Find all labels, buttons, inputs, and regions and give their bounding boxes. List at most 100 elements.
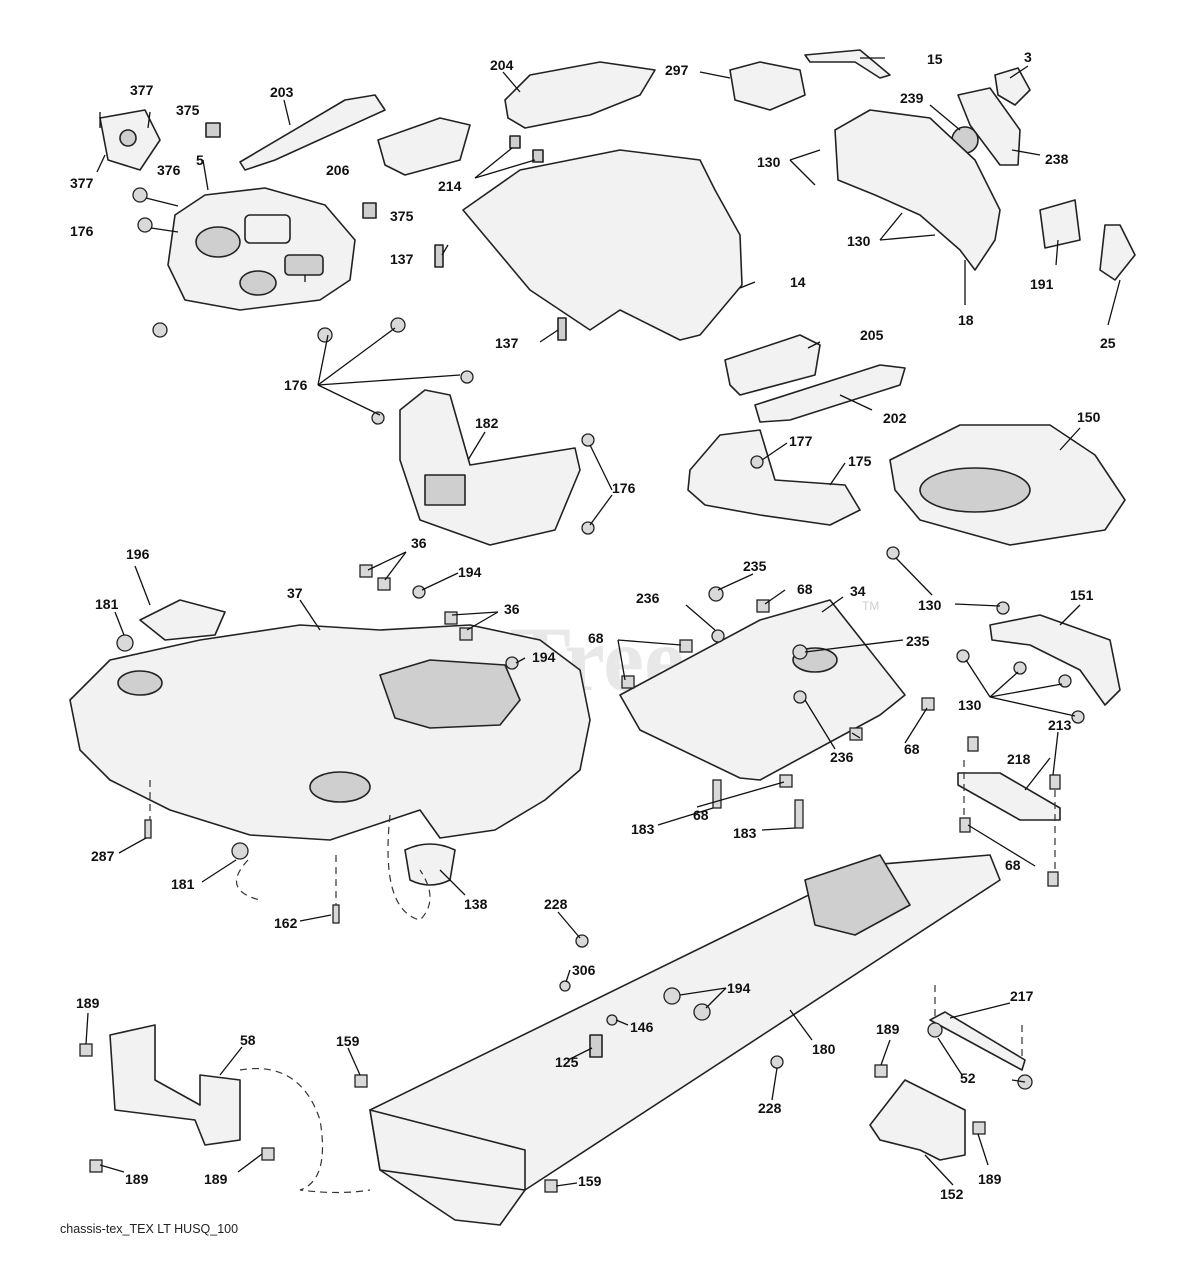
callout-191: 191: [1030, 276, 1054, 292]
callout-183: 183: [733, 825, 757, 841]
callout-189: 189: [876, 1021, 900, 1037]
callout-181: 181: [95, 596, 119, 612]
callout-68: 68: [1005, 857, 1021, 873]
callout-189: 189: [125, 1171, 149, 1187]
part-hood-14: [462, 149, 743, 341]
part-bolt-213a: [967, 736, 979, 752]
callout-130: 130: [918, 597, 942, 613]
callout-377: 377: [130, 82, 154, 98]
callout-238: 238: [1045, 151, 1069, 167]
callout-205: 205: [860, 327, 884, 343]
callout-15: 15: [927, 51, 943, 67]
part-bolt-213b: [1049, 774, 1061, 790]
part-pin-137a: [434, 244, 444, 268]
part-flap-25: [1099, 224, 1136, 281]
part-bolt-228b: [770, 1055, 784, 1069]
part-bolt-189c: [261, 1147, 275, 1161]
part-bushing-236b: [793, 690, 807, 704]
part-bolts-36: [359, 564, 473, 641]
part-screw-130c: [886, 546, 900, 560]
part-strip-15: [804, 49, 891, 79]
part-screw-176b: [460, 370, 474, 384]
callout-138: 138: [464, 896, 488, 912]
part-bolt-189b: [89, 1159, 103, 1173]
part-nut-194a: [412, 585, 426, 599]
callout-375: 375: [176, 102, 200, 118]
part-screw-176d: [581, 433, 595, 447]
callout-130: 130: [847, 233, 871, 249]
part-bolts-68: [621, 599, 935, 788]
callout-176: 176: [284, 377, 308, 393]
part-cover-238: [957, 87, 1021, 166]
callout-36: 36: [504, 601, 520, 617]
callout-194: 194: [727, 980, 751, 996]
callout-181: 181: [171, 876, 195, 892]
part-pin-137b: [557, 317, 567, 341]
part-bolt-68-bracket-b: [1047, 871, 1059, 887]
callout-194: 194: [532, 649, 556, 665]
callout-183: 183: [631, 821, 655, 837]
part-clip-375b: [362, 202, 377, 219]
callout-159: 159: [336, 1033, 360, 1049]
callout-130: 130: [757, 154, 781, 170]
part-cupholder-138: [404, 843, 456, 886]
callout-152: 152: [940, 1186, 964, 1202]
diagram-caption: chassis-tex_TEX LT HUSQ_100: [60, 1222, 238, 1236]
callout-175: 175: [848, 453, 872, 469]
part-bolt-189a: [79, 1043, 93, 1057]
callout-189: 189: [76, 995, 100, 1011]
part-bolt-159b: [544, 1179, 558, 1193]
part-rod-217: [929, 1011, 1026, 1071]
callout-297: 297: [665, 62, 689, 78]
part-bolt-159a: [354, 1074, 368, 1088]
part-plate-34: [619, 599, 906, 781]
callout-228: 228: [544, 896, 568, 912]
callout-68: 68: [904, 741, 920, 757]
callout-213: 213: [1048, 717, 1072, 733]
callout-151: 151: [1070, 587, 1094, 603]
part-fender-37-hole: [117, 670, 163, 696]
callout-214: 214: [438, 178, 462, 194]
part-bracket-377: [99, 109, 161, 171]
part-bracket-175: [687, 429, 861, 526]
callout-52: 52: [960, 1070, 976, 1086]
callout-239: 239: [900, 90, 924, 106]
part-panel-182-window: [424, 474, 466, 506]
part-bracket-58: [109, 1024, 241, 1146]
callout-217: 217: [1010, 988, 1034, 1004]
part-clip-375a: [205, 122, 221, 138]
part-vent-205: [724, 334, 821, 396]
part-fender-37-opening: [379, 659, 521, 729]
part-nut-306: [559, 980, 571, 992]
guide-line-181: [235, 859, 261, 901]
callout-137: 137: [495, 335, 519, 351]
part-nut-194b: [505, 656, 519, 670]
watermark-trademark: TM: [862, 599, 879, 613]
part-screw-162: [332, 904, 340, 924]
callout-3: 3: [1024, 49, 1032, 65]
part-trim-196: [139, 599, 226, 641]
callout-189: 189: [978, 1171, 1002, 1187]
part-pad-191: [1039, 199, 1081, 249]
part-fender-18: [834, 109, 1001, 271]
part-vent-203: [239, 94, 386, 171]
part-nut-194c: [663, 987, 681, 1005]
part-fender-37-cupholder: [309, 771, 371, 803]
part-clip-181a: [116, 634, 134, 652]
callout-377: 377: [70, 175, 94, 191]
part-bushing-236a: [711, 629, 725, 643]
callout-375: 375: [390, 208, 414, 224]
callout-14: 14: [790, 274, 806, 290]
callout-202: 202: [883, 410, 907, 426]
part-screws-130-bracket: [956, 649, 1085, 724]
callout-labels: 377 377 375 376 5 176 203 204 206 214 37…: [70, 49, 1116, 1202]
part-panel-182: [399, 389, 581, 546]
callout-196: 196: [126, 546, 150, 562]
part-bolt-189e: [972, 1121, 986, 1135]
part-clip-125: [589, 1034, 603, 1058]
callout-5: 5: [196, 152, 204, 168]
part-bolt-189d: [874, 1064, 888, 1078]
part-bar-218: [957, 772, 1061, 821]
part-screw-130d: [996, 601, 1010, 615]
part-clip-181b: [231, 842, 249, 860]
